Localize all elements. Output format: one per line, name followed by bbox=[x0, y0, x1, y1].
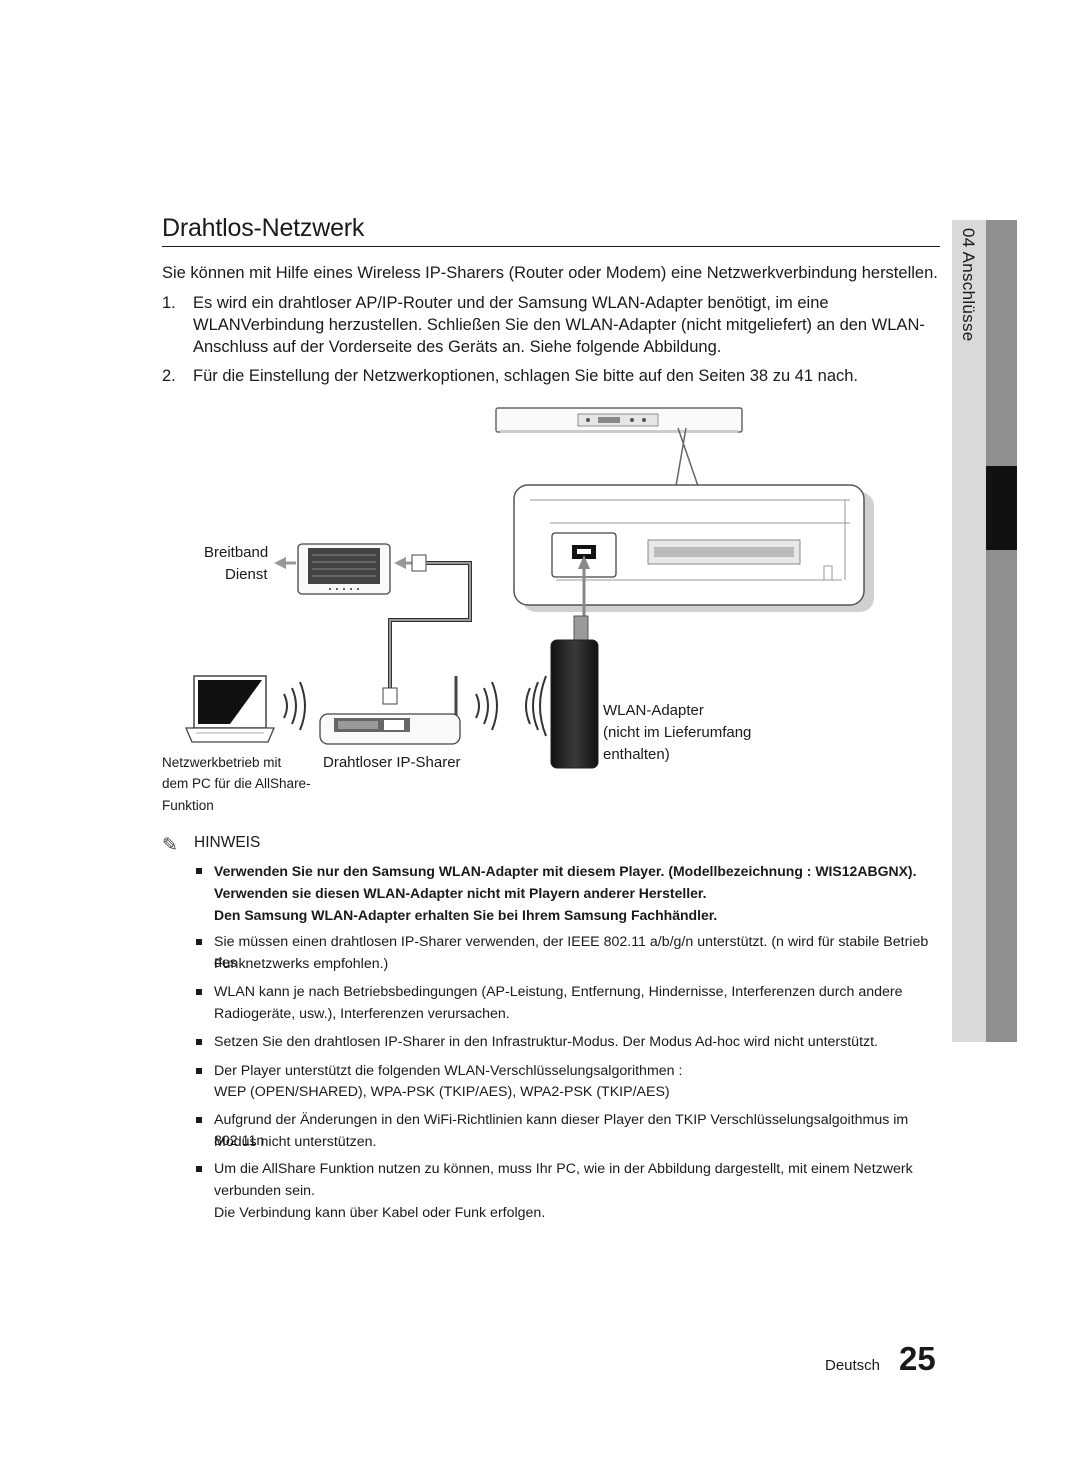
bullet-icon bbox=[196, 1166, 202, 1172]
step-number: 2. bbox=[162, 367, 176, 385]
wifi-waves bbox=[283, 675, 547, 737]
bullet-icon bbox=[196, 939, 202, 945]
note-4-line-1: Setzen Sie den drahtlosen IP-Sharer in d… bbox=[214, 1034, 878, 1050]
note-6-line-1: Aufgrund der Änderungen in den WiFi-Rich… bbox=[214, 1112, 909, 1149]
step-number: 1. bbox=[162, 294, 176, 312]
adapter-label-3: enthalten) bbox=[603, 746, 670, 763]
laptop-label-2: dem PC für die AllShare- bbox=[162, 776, 311, 791]
intro-text: Sie können mit Hilfe eines Wireless IP-S… bbox=[162, 264, 938, 282]
zoom-callout bbox=[513, 427, 874, 612]
page-title: Drahtlos-Netzwerk bbox=[162, 214, 365, 242]
note-5-line-2: WEP (OPEN/SHARED), WPA-PSK (TKIP/AES), W… bbox=[214, 1084, 670, 1100]
adapter-arrow bbox=[578, 555, 590, 620]
title-rule bbox=[162, 246, 940, 247]
step-1: 1. Es wird ein drahtloser AP/IP-Router u… bbox=[162, 292, 942, 358]
side-tab-background bbox=[952, 220, 986, 1042]
adapter-label-1: WLAN-Adapter bbox=[603, 702, 704, 719]
router-icon bbox=[319, 676, 461, 745]
step-text: Es wird ein drahtloser AP/IP-Router und … bbox=[193, 294, 925, 356]
note-6-line-2: Modus nicht unterstützen. bbox=[214, 1134, 377, 1150]
bullet-icon bbox=[196, 1117, 202, 1123]
network-diagram bbox=[185, 407, 874, 769]
side-tab-strip bbox=[986, 220, 1017, 1042]
bullet-icon bbox=[196, 868, 202, 874]
broadband-label-2: Dienst bbox=[225, 566, 268, 583]
step-2: 2. Für die Einstellung der Netzwerkoptio… bbox=[162, 365, 942, 387]
note-7-line-3: Die Verbindung kann über Kabel oder Funk… bbox=[214, 1205, 546, 1221]
page-number: 25 bbox=[899, 1340, 936, 1377]
modem-icon bbox=[297, 543, 391, 595]
broadband-arrow bbox=[274, 557, 296, 569]
laptop-label-1: Netzwerkbetrieb mit bbox=[162, 755, 282, 770]
router-label: Drahtloser IP-Sharer bbox=[323, 754, 461, 771]
side-tab-label: 04 Anschlüsse bbox=[959, 228, 978, 342]
note-heading: HINWEIS bbox=[194, 834, 261, 851]
player-icon bbox=[495, 407, 743, 433]
ethernet-cable bbox=[382, 554, 472, 705]
wlan-adapter-icon bbox=[550, 615, 599, 769]
bullet-icon bbox=[196, 1039, 202, 1045]
bullet-icon bbox=[196, 989, 202, 995]
note-2-line-1: Sie müssen einen drahtlosen IP-Sharer ve… bbox=[214, 934, 929, 971]
pencil-icon: ✎ bbox=[162, 835, 178, 856]
footer-language: Deutsch bbox=[825, 1357, 881, 1374]
adapter-label-2: (nicht im Lieferumfang bbox=[603, 724, 752, 741]
step-text: Für die Einstellung der Netzwerkoptionen… bbox=[193, 367, 859, 385]
note-5-line-1: Der Player unterstützt die folgenden WLA… bbox=[214, 1063, 683, 1079]
broadband-label-1: Breitband bbox=[204, 544, 269, 561]
laptop-label-3: Funktion bbox=[162, 798, 214, 813]
note-1-line-1: Verwenden Sie nur den Samsung WLAN-Adapt… bbox=[214, 863, 917, 879]
bullet-icon bbox=[196, 1068, 202, 1074]
note-1-line-3: Den Samsung WLAN-Adapter erhalten Sie be… bbox=[214, 907, 718, 923]
note-1-line-2: Verwenden sie diesen WLAN-Adapter nicht … bbox=[214, 885, 707, 901]
note-3-line-1: WLAN kann je nach Betriebsbedingungen (A… bbox=[214, 984, 903, 1000]
note-2-line-2: Funknetzwerks empfohlen.) bbox=[214, 956, 389, 972]
side-tab-marker bbox=[986, 466, 1017, 550]
note-7-line-1: Um die AllShare Funktion nutzen zu könne… bbox=[214, 1161, 913, 1177]
laptop-icon bbox=[185, 675, 275, 743]
note-3-line-2: Radiogeräte, usw.), Interferenzen verurs… bbox=[214, 1006, 510, 1022]
note-7-line-2: verbunden sein. bbox=[214, 1183, 315, 1199]
